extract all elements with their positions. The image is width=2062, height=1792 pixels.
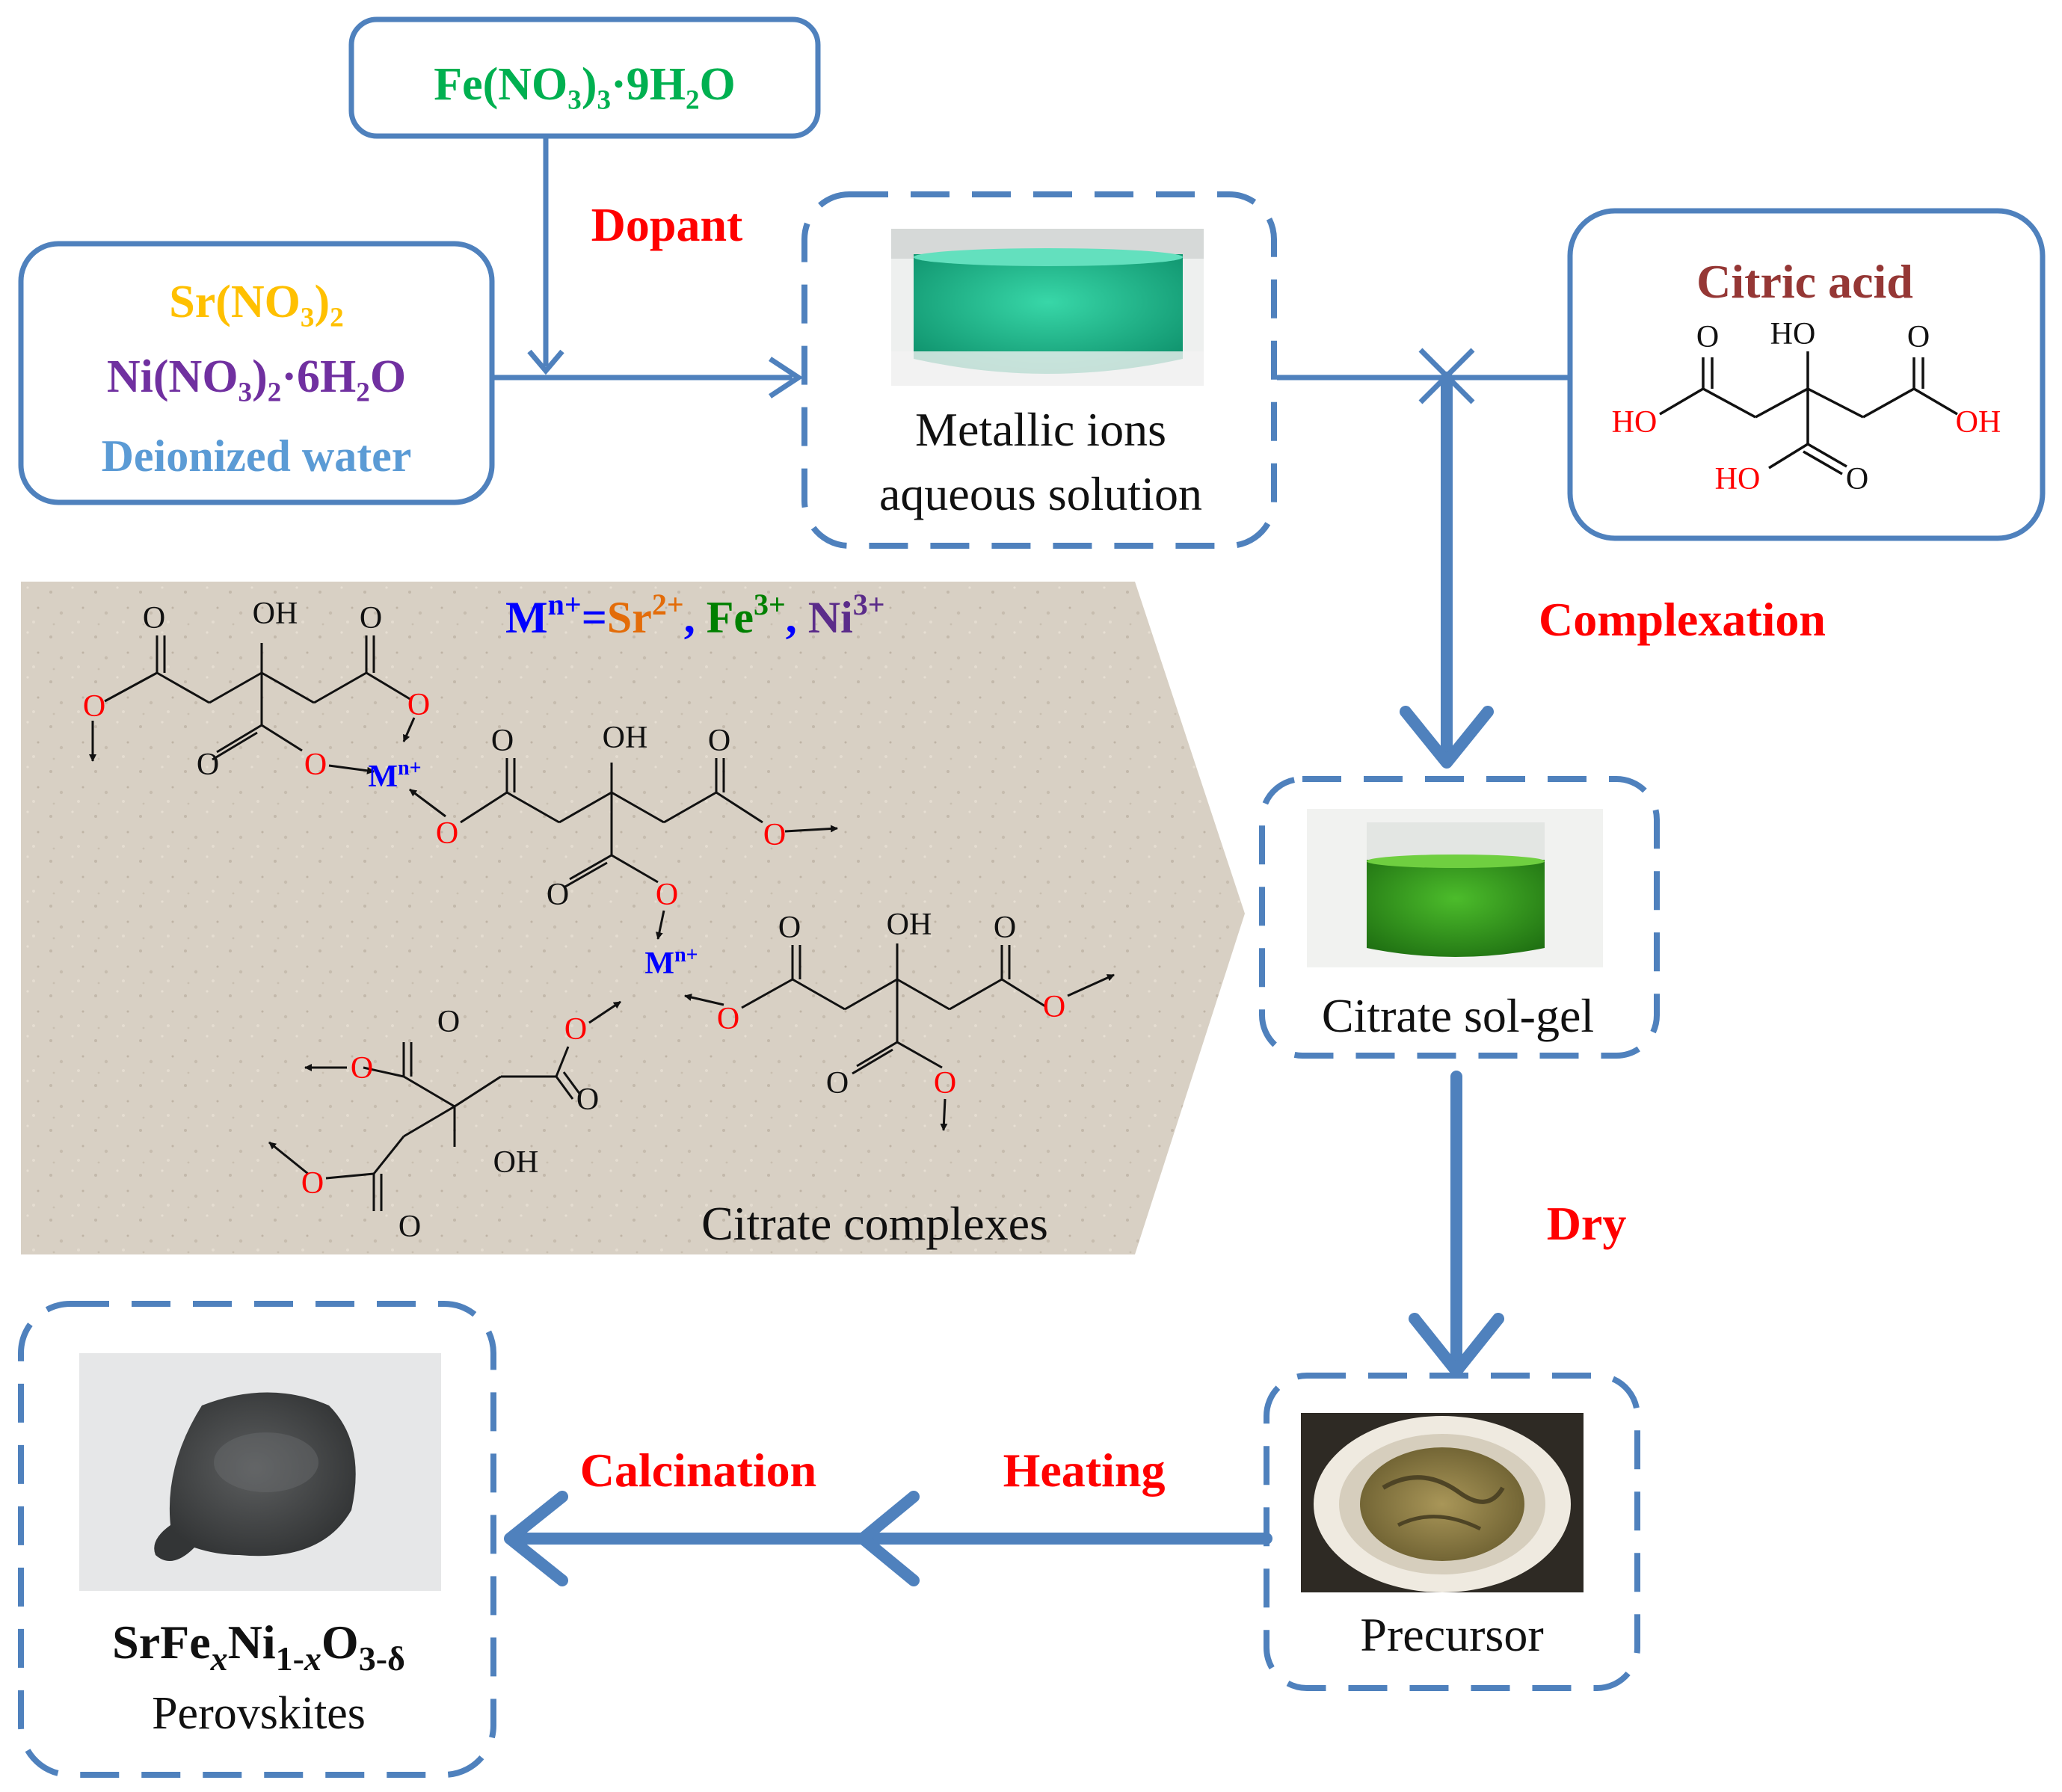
precursor-label: Precursor xyxy=(1360,1608,1543,1661)
product-box: SrFexNi1-xO3-δ Perovskites xyxy=(18,1301,496,1778)
complex-bonds xyxy=(89,635,1115,1211)
svg-text:O: O xyxy=(576,1083,599,1117)
citrate-panel xyxy=(21,582,1245,1254)
product-photo xyxy=(79,1353,441,1591)
solgel-photo xyxy=(1307,809,1603,967)
metallic-ions-line1: Metallic ions xyxy=(915,403,1166,456)
ni-nitrate-label: Ni(NO₃)₂·6H₂O xyxy=(107,351,406,402)
svg-text:O: O xyxy=(1043,990,1065,1024)
svg-text:O: O xyxy=(360,601,382,635)
svg-text:O: O xyxy=(763,818,786,852)
metal-ion-legend: Mn+=Sr2+, Fe3+, Ni3+ xyxy=(505,588,885,642)
citric-o-2: O xyxy=(1907,320,1930,354)
deionized-water-label: Deionized water xyxy=(102,431,412,481)
heating-arrow xyxy=(504,1491,1272,1586)
precursor-salts-box: Sr(NO₃)₂ Ni(NO₃)₂·6H₂O Deionized water xyxy=(18,241,495,505)
svg-text:O: O xyxy=(398,1210,421,1244)
svg-text:OH: OH xyxy=(603,721,648,755)
citric-acid-structure xyxy=(1659,351,1958,475)
citric-ho-left: HO xyxy=(1612,405,1658,440)
svg-text:O: O xyxy=(83,689,105,724)
step-calcination: Calcination xyxy=(580,1444,816,1497)
svg-text:O: O xyxy=(547,878,569,912)
dry-arrow xyxy=(1409,1071,1504,1377)
svg-text:O: O xyxy=(717,1002,739,1036)
svg-text:O: O xyxy=(197,748,219,782)
complexation-arrow xyxy=(1400,372,1494,769)
solgel-label: Citrate sol-gel xyxy=(1322,989,1594,1042)
svg-text:OH: OH xyxy=(493,1145,539,1180)
svg-text:O: O xyxy=(437,1005,460,1039)
svg-text:OH: OH xyxy=(253,597,298,631)
step-heating: Heating xyxy=(1003,1444,1166,1497)
svg-text:OH: OH xyxy=(887,908,932,942)
svg-text:O: O xyxy=(351,1051,373,1086)
precursor-box: Precursor xyxy=(1264,1373,1640,1691)
svg-text:O: O xyxy=(304,748,327,782)
step-complexation: Complexation xyxy=(1539,593,1826,646)
precursor-photo xyxy=(1301,1413,1584,1592)
citric-o-3: O xyxy=(1846,462,1868,496)
svg-text:O: O xyxy=(994,911,1016,945)
citric-acid-title: Citric acid xyxy=(1696,255,1913,308)
sr-nitrate-label: Sr(NO₃)₂ xyxy=(169,277,343,327)
step-dopant: Dopant xyxy=(591,198,743,251)
citric-acid-box: Citric acid O HO O HO OH HO O xyxy=(1567,208,2046,541)
svg-text:O: O xyxy=(826,1066,849,1100)
metallic-ions-box: Metallic ions aqueous solution xyxy=(801,191,1277,549)
svg-text:O: O xyxy=(778,911,801,945)
svg-text:O: O xyxy=(143,601,165,635)
product-formula: SrFexNi1-xO3-δ xyxy=(112,1616,405,1678)
svg-text:O: O xyxy=(491,724,514,758)
citric-o-1: O xyxy=(1696,320,1719,354)
citric-oh-right: OH xyxy=(1956,405,2001,440)
complex-atoms: O OH O O O O O Mn+ O OH O O O O O Mn+ O … xyxy=(83,597,1065,1244)
citrate-complexes-caption: Citrate complexes xyxy=(701,1197,1048,1250)
dopant-formula: Fe(NO₃)₃·9H₂O xyxy=(434,59,736,110)
svg-text:O: O xyxy=(708,724,730,758)
svg-text:O: O xyxy=(656,878,678,912)
metallic-ions-line2: aqueous solution xyxy=(879,467,1202,520)
svg-text:O: O xyxy=(407,688,430,722)
metallic-solution-photo xyxy=(891,229,1204,386)
citric-ho-top: HO xyxy=(1770,317,1816,351)
svg-text:O: O xyxy=(934,1066,956,1100)
svg-text:O: O xyxy=(564,1012,587,1047)
svg-text:O: O xyxy=(301,1166,324,1201)
dopant-box: Fe(NO₃)₃·9H₂O xyxy=(348,16,821,139)
step-dry: Dry xyxy=(1547,1197,1627,1250)
svg-text:Mn+: Mn+ xyxy=(644,943,698,981)
svg-text:O: O xyxy=(436,816,458,851)
product-label: Perovskites xyxy=(152,1688,366,1739)
citric-ho-bottom: HO xyxy=(1715,462,1761,496)
svg-text:Mn+: Mn+ xyxy=(368,757,421,794)
svg-text:Mn+=Sr2+, Fe3+, Ni3+: Mn+=Sr2+, Fe3+, Ni3+ xyxy=(505,588,885,642)
solgel-box: Citrate sol-gel xyxy=(1259,776,1660,1059)
